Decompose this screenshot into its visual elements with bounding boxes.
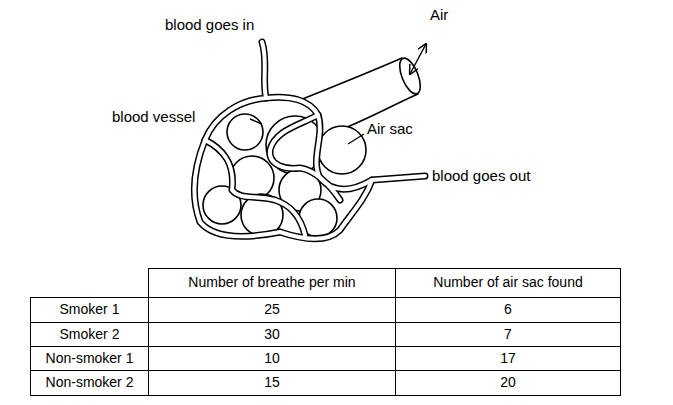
table-cell: 7: [396, 323, 620, 346]
row-header: Smoker 2: [31, 323, 148, 346]
part-label: blood goes out: [432, 165, 572, 187]
air-sac: [318, 126, 366, 174]
part-label: blood vessel: [112, 106, 248, 128]
table-cell: 6: [396, 298, 620, 322]
table-cell: 17: [396, 347, 620, 370]
airway-opening: [395, 55, 424, 96]
part-label: Air sac: [367, 118, 447, 140]
part-label: Air: [430, 4, 470, 26]
part-label: blood goes in: [165, 14, 295, 36]
leader-line: [250, 119, 262, 124]
row-header: Non-smoker 1: [31, 347, 148, 370]
table-cell: 25: [149, 298, 395, 322]
blood-vessels: [195, 42, 425, 239]
table-cell: 20: [396, 371, 620, 395]
airway-wall: [300, 58, 402, 100]
table-grid: [30, 268, 621, 396]
row-header: Smoker 1: [31, 298, 148, 322]
table-header: Number of air sac found: [396, 269, 620, 297]
table-cell: 15: [149, 371, 395, 395]
table-cell: 30: [149, 323, 395, 346]
leader-line: [348, 134, 364, 144]
table-cell: 10: [149, 347, 395, 370]
air-arrow: [410, 44, 426, 74]
row-header: Non-smoker 2: [31, 371, 148, 395]
table-header: Number of breathe per min: [149, 269, 395, 297]
air-sac: [227, 114, 263, 150]
